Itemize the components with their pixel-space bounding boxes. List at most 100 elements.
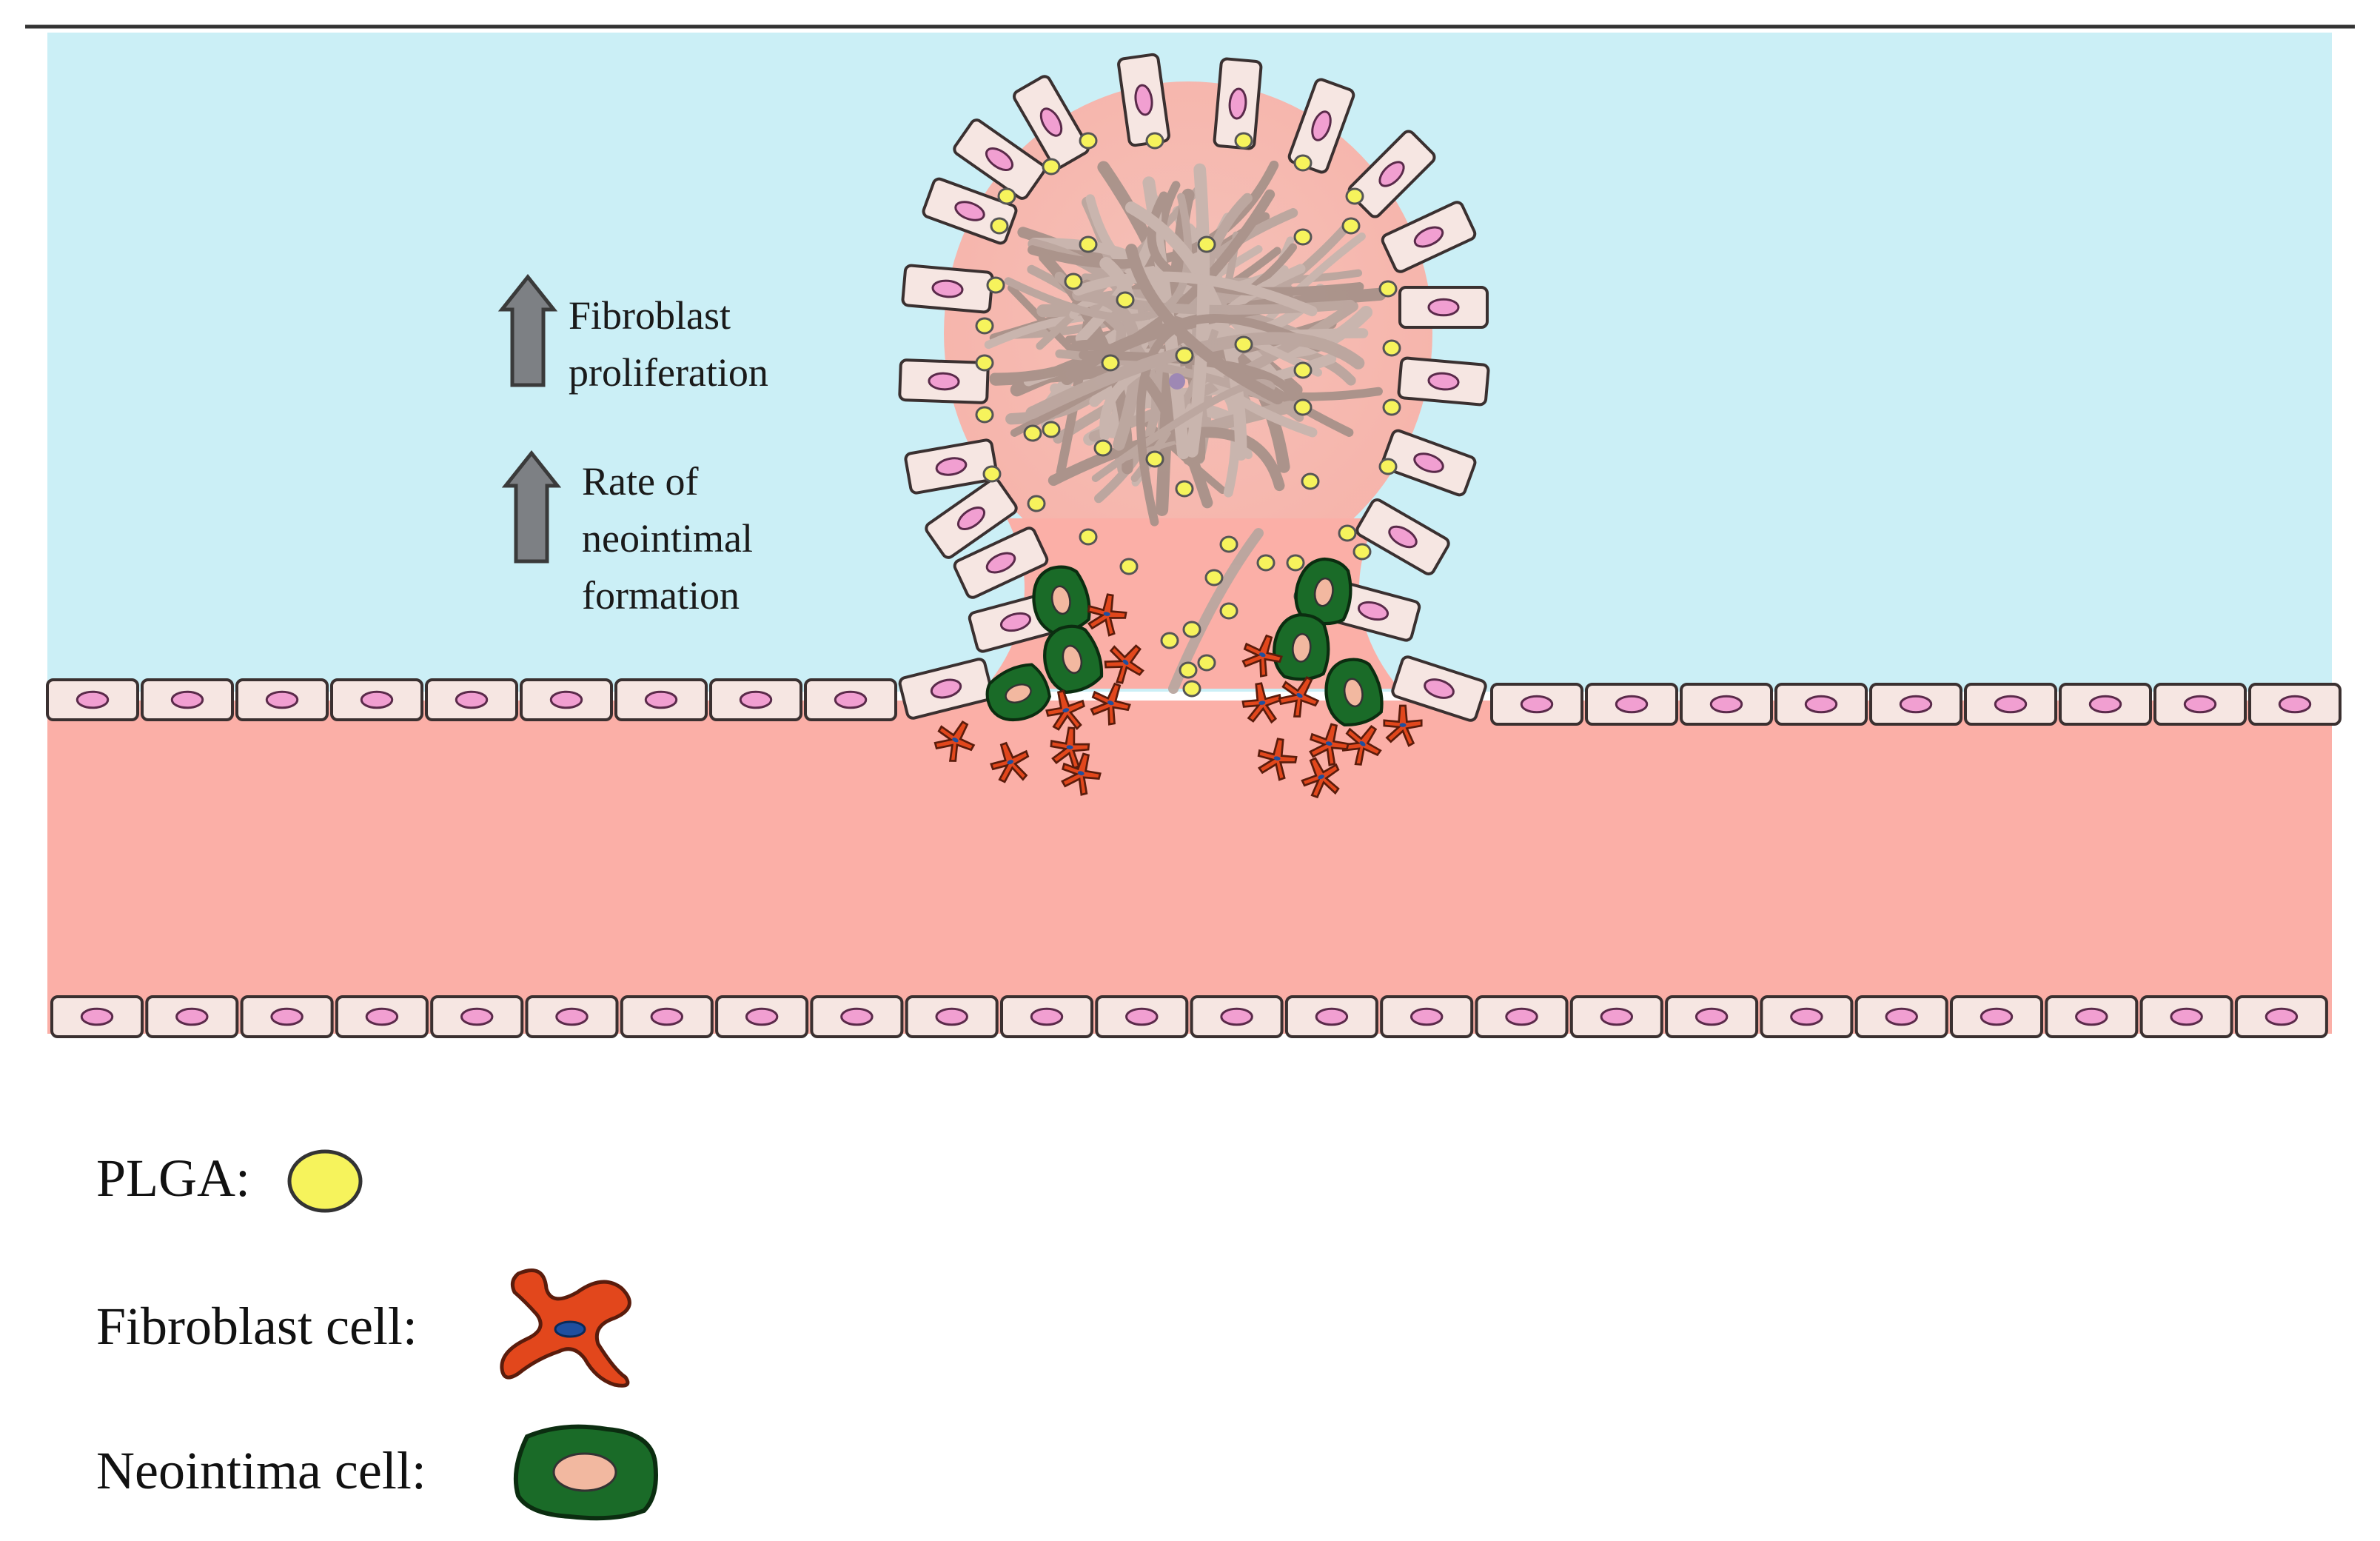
- plga-particle: [986, 276, 1005, 294]
- plga-particle: [1175, 347, 1194, 364]
- plga-particle: [1256, 554, 1276, 572]
- fibroblast-cell: [1257, 738, 1298, 781]
- neointima-cell: [1324, 658, 1384, 726]
- fibroblast-cells: [933, 593, 1423, 799]
- endothelial-cell: [1095, 995, 1189, 1038]
- fibroblast-cell: [1278, 676, 1320, 718]
- plga-particle: [1293, 361, 1313, 379]
- plga-particle: [1079, 235, 1098, 253]
- endothelial-cell: [925, 478, 1018, 559]
- endothelial-cell: [1381, 429, 1477, 497]
- endothelial-cell: [1347, 130, 1436, 218]
- fibroblast-cell: [1050, 726, 1090, 770]
- plga-particle: [1175, 480, 1194, 498]
- endothelial-cell: [1013, 75, 1090, 170]
- endothelial-cell: [898, 358, 990, 404]
- legend-plga-label: PLGA:: [96, 1149, 251, 1208]
- plga-particle: [1293, 398, 1313, 416]
- endothelial-cell: [953, 118, 1046, 200]
- endothelial-cell: [1213, 57, 1263, 150]
- endothelial-cell: [1774, 683, 1868, 726]
- fibroblast-cell: [1241, 682, 1282, 724]
- plga-particle: [1341, 217, 1361, 235]
- plga-particle: [1345, 187, 1364, 205]
- fibroblast-cell: [1045, 689, 1085, 731]
- fibroblast-cell: [1061, 752, 1102, 796]
- endothelial-cell: [425, 678, 518, 721]
- annotation-neointima-line1: Rate of: [582, 459, 699, 504]
- endothelial-cell: [901, 264, 994, 314]
- legend-fibroblast: Fibroblast cell:: [96, 1296, 418, 1357]
- endothelial-cell: [2153, 683, 2247, 726]
- endothelial-cell: [330, 678, 423, 721]
- endothelial-cell: [335, 995, 429, 1038]
- annotation-neointima-line2: neointimal: [582, 516, 753, 561]
- plga-particle: [1382, 398, 1401, 416]
- endothelial-cell: [1355, 498, 1450, 575]
- annotation-neointima: Rate of neointimal formation: [582, 453, 753, 624]
- yellow-sphere-icon: [287, 1149, 363, 1213]
- plga-particle: [1182, 680, 1201, 698]
- arrow-up-icon: [497, 273, 558, 387]
- plga-particle: [1378, 280, 1398, 298]
- fibroblast-cell: [1301, 757, 1340, 799]
- endothelial-cell: [1475, 995, 1569, 1038]
- endothelial-cell: [240, 995, 334, 1038]
- plga-particle: [1219, 535, 1238, 553]
- endothelial-cell: [1680, 683, 1773, 726]
- endothelial-cell: [898, 658, 994, 720]
- endothelial-cell: [1854, 995, 1948, 1038]
- plga-particle: [1145, 450, 1164, 468]
- legend-neointima-label: Neointima cell:: [96, 1441, 426, 1500]
- plga-particle: [1079, 132, 1098, 150]
- endothelial-cell: [50, 995, 144, 1038]
- endothelial-cell: [1398, 286, 1489, 329]
- plga-particle: [990, 217, 1009, 235]
- annotation-fibroblast-line2: proliferation: [569, 350, 768, 395]
- fibroblast-cell: [990, 741, 1030, 783]
- endothelial-cell: [709, 678, 802, 721]
- plga-particle: [982, 465, 1002, 483]
- fibroblast-cell: [1241, 634, 1283, 678]
- plga-particle: [1119, 558, 1139, 575]
- neointima-cell: [1043, 624, 1104, 695]
- endothelium-sac: [898, 53, 1490, 653]
- fibroblast-cell: [1341, 724, 1382, 766]
- endothelial-cell: [1585, 683, 1678, 726]
- endothelial-cell: [620, 995, 714, 1038]
- plga-particle: [1064, 273, 1083, 290]
- endothelial-cell: [145, 995, 239, 1038]
- endothelial-cell: [1397, 356, 1490, 407]
- endothelial-cell: [525, 995, 619, 1038]
- plga-particle: [1219, 602, 1238, 620]
- endothelial-cell: [430, 995, 524, 1038]
- plga-particle: [1042, 158, 1061, 176]
- endothelial-cell: [235, 678, 329, 721]
- plga-particle: [1197, 654, 1216, 672]
- neointima-cells: [985, 557, 1384, 726]
- endothelial-cell: [1380, 995, 1474, 1038]
- endothelial-cell: [810, 995, 904, 1038]
- legend-fibroblast-label: Fibroblast cell:: [96, 1297, 418, 1356]
- endothelium-lower: [50, 995, 2328, 1038]
- plga-particle: [997, 187, 1016, 205]
- plga-particle: [975, 317, 994, 335]
- endothelial-cell: [2234, 995, 2328, 1038]
- plga-particle: [1160, 632, 1179, 649]
- vessel-wall: [47, 701, 2332, 1034]
- plga-particle: [1197, 235, 1216, 253]
- annotation-neointima-line3: formation: [582, 573, 740, 618]
- endothelial-cell: [1190, 995, 1284, 1038]
- orange-star-cell-icon: [500, 1268, 631, 1388]
- plga-particle: [1234, 335, 1253, 353]
- plga-particle: [1042, 421, 1061, 438]
- neointima-cell: [985, 663, 1051, 722]
- plga-particle: [975, 406, 994, 424]
- plga-particle: [1286, 554, 1305, 572]
- endothelial-cell: [1964, 683, 2057, 726]
- endothelial-cell: [1950, 995, 2043, 1038]
- plga-particle: [1182, 621, 1201, 638]
- endothelial-cell: [1869, 683, 1962, 726]
- legend-neointima: Neointima cell:: [96, 1440, 426, 1502]
